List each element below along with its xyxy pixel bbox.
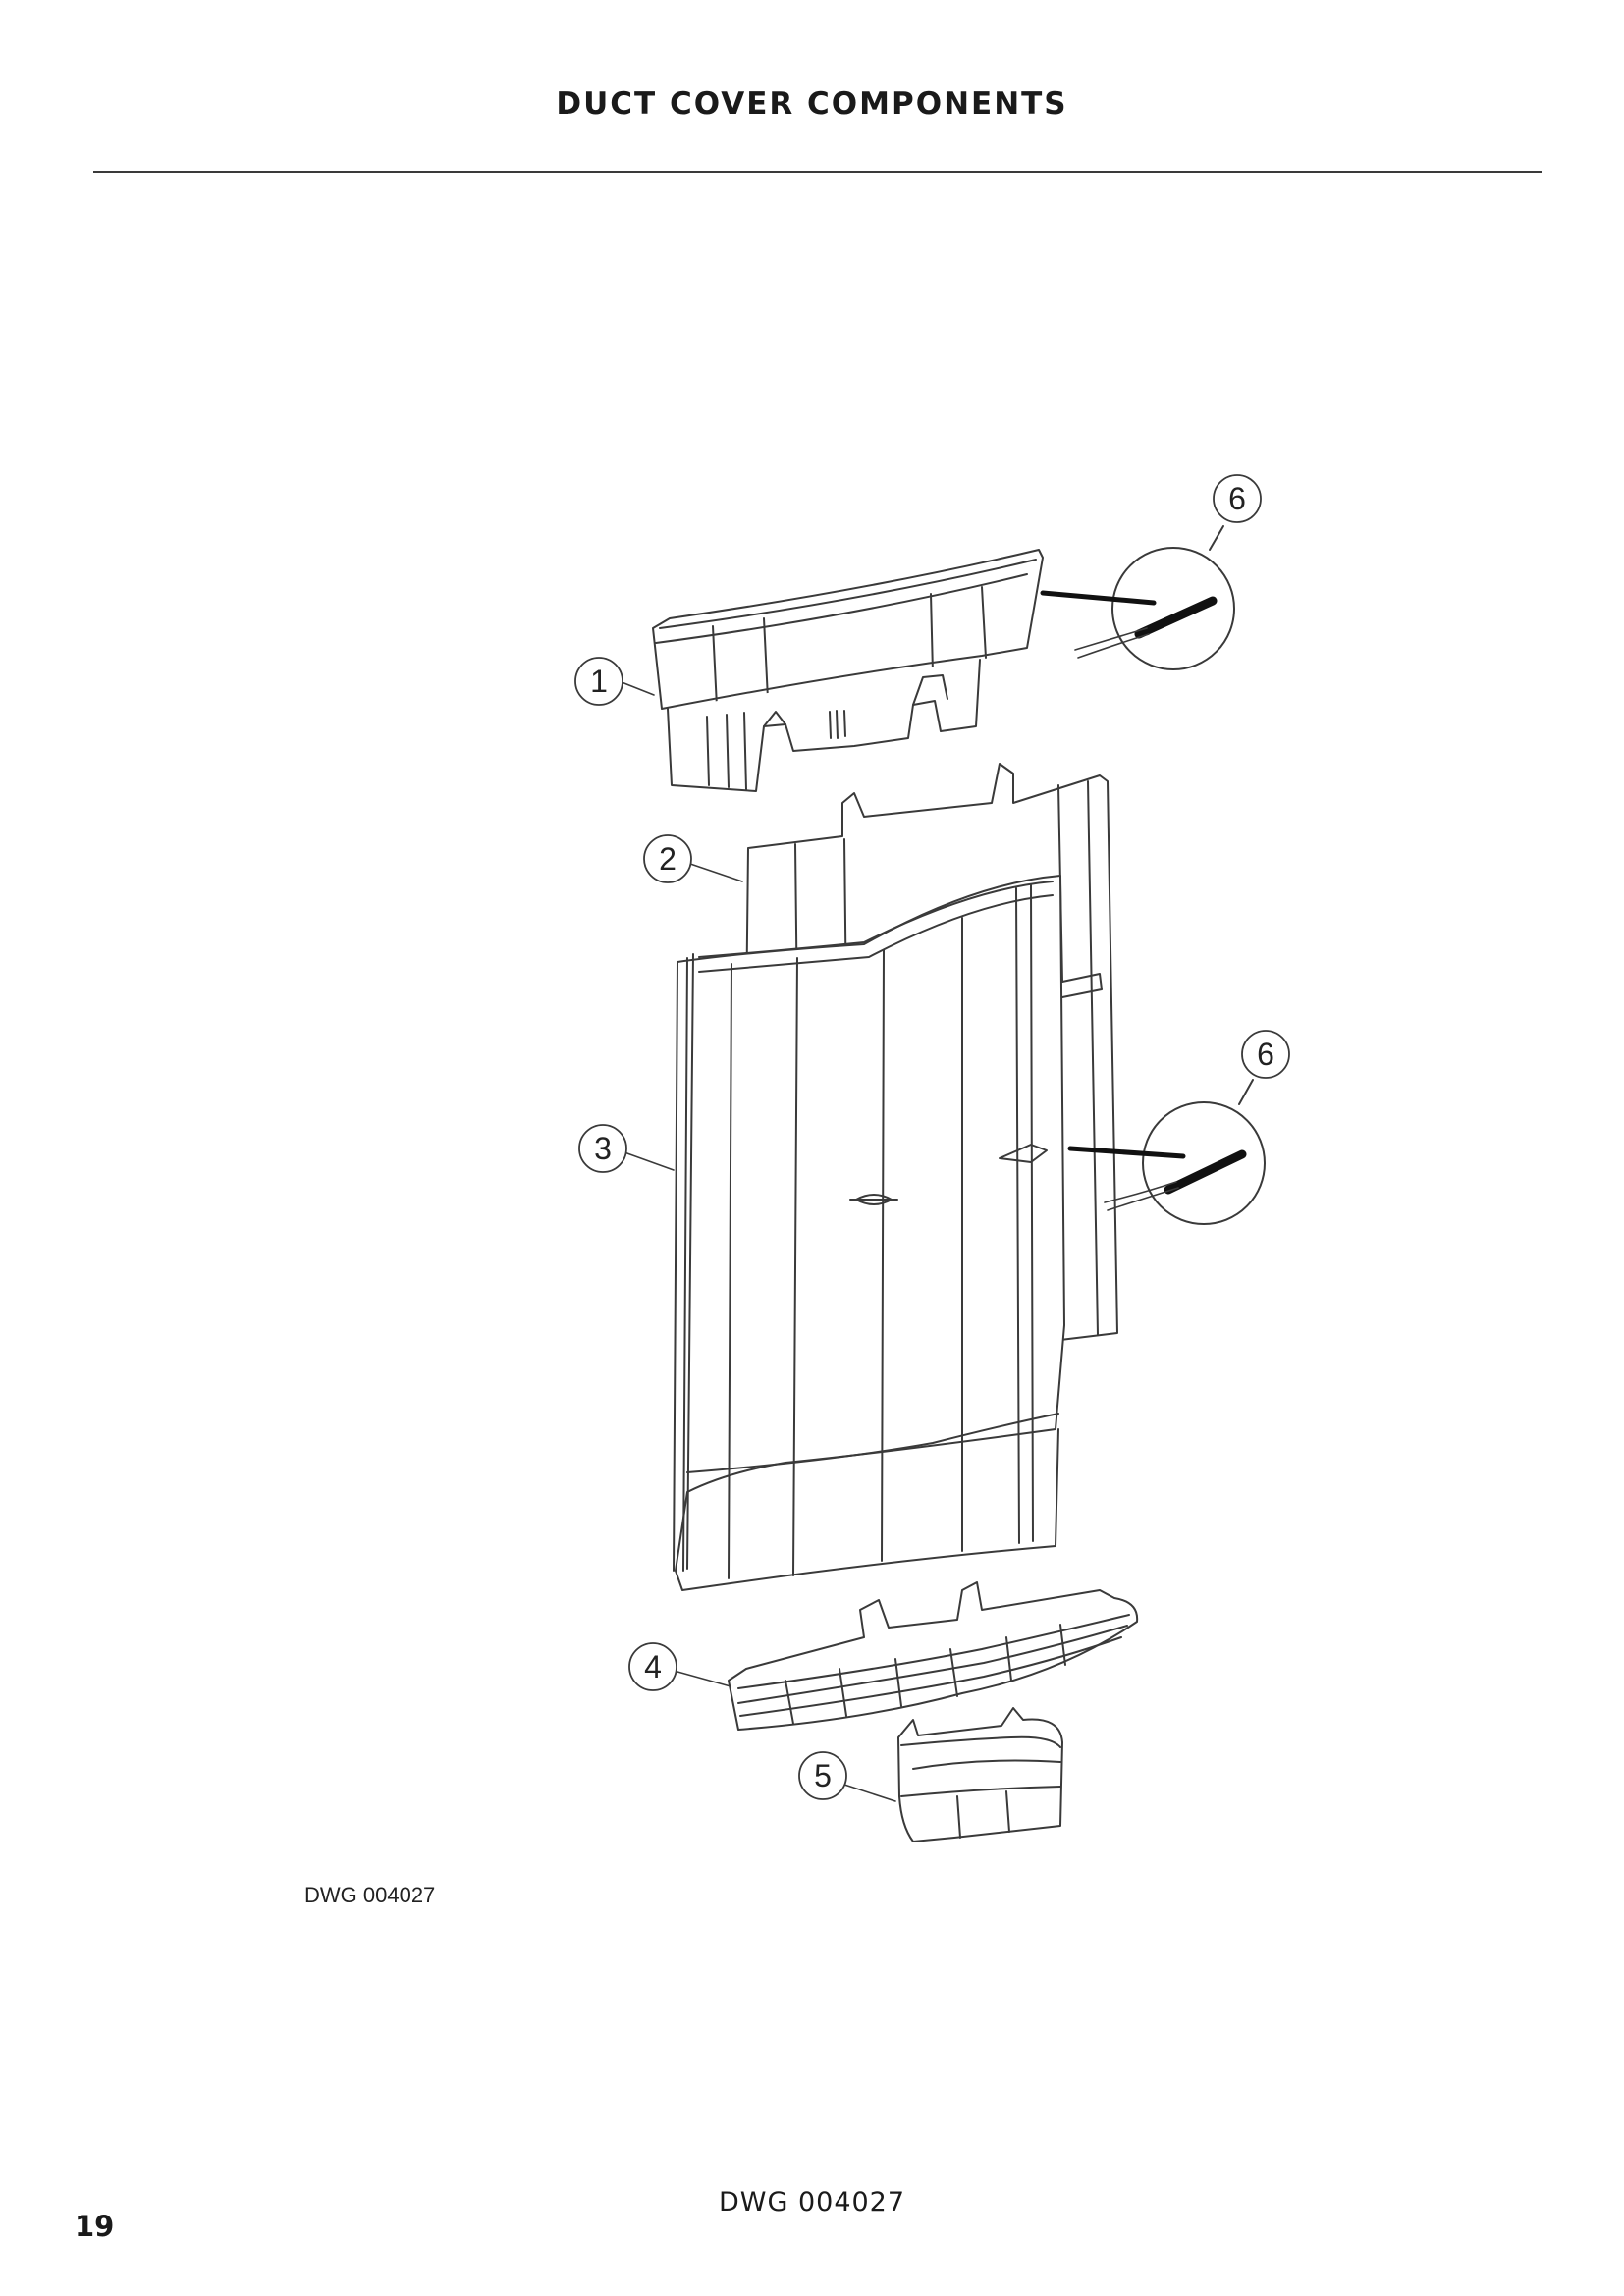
- part-front-duct-cover: [673, 875, 1065, 1591]
- title-divider: [93, 171, 1542, 173]
- drawing-caption: DWG 004027: [304, 1883, 436, 1907]
- sensor-detail-upper: [1040, 525, 1235, 670]
- callout-label: 4: [644, 1649, 662, 1684]
- page-title: DUCT COVER COMPONENTS: [556, 86, 1068, 122]
- part-bottom-vent: [728, 1581, 1139, 1731]
- part-top-cover: [652, 549, 1044, 792]
- footer-drawing-number: DWG 004027: [718, 2187, 906, 2217]
- callout-label: 6: [1257, 1037, 1274, 1072]
- callout-label: 3: [594, 1131, 612, 1166]
- callout-label: 5: [814, 1758, 832, 1793]
- callout-label: 6: [1228, 481, 1246, 516]
- callout-label: 1: [590, 664, 608, 699]
- callout-label: 2: [659, 841, 677, 877]
- page-number: 19: [75, 2210, 115, 2243]
- part-lower-housing: [897, 1707, 1063, 1842]
- sensor-detail-lower: [1067, 1079, 1266, 1225]
